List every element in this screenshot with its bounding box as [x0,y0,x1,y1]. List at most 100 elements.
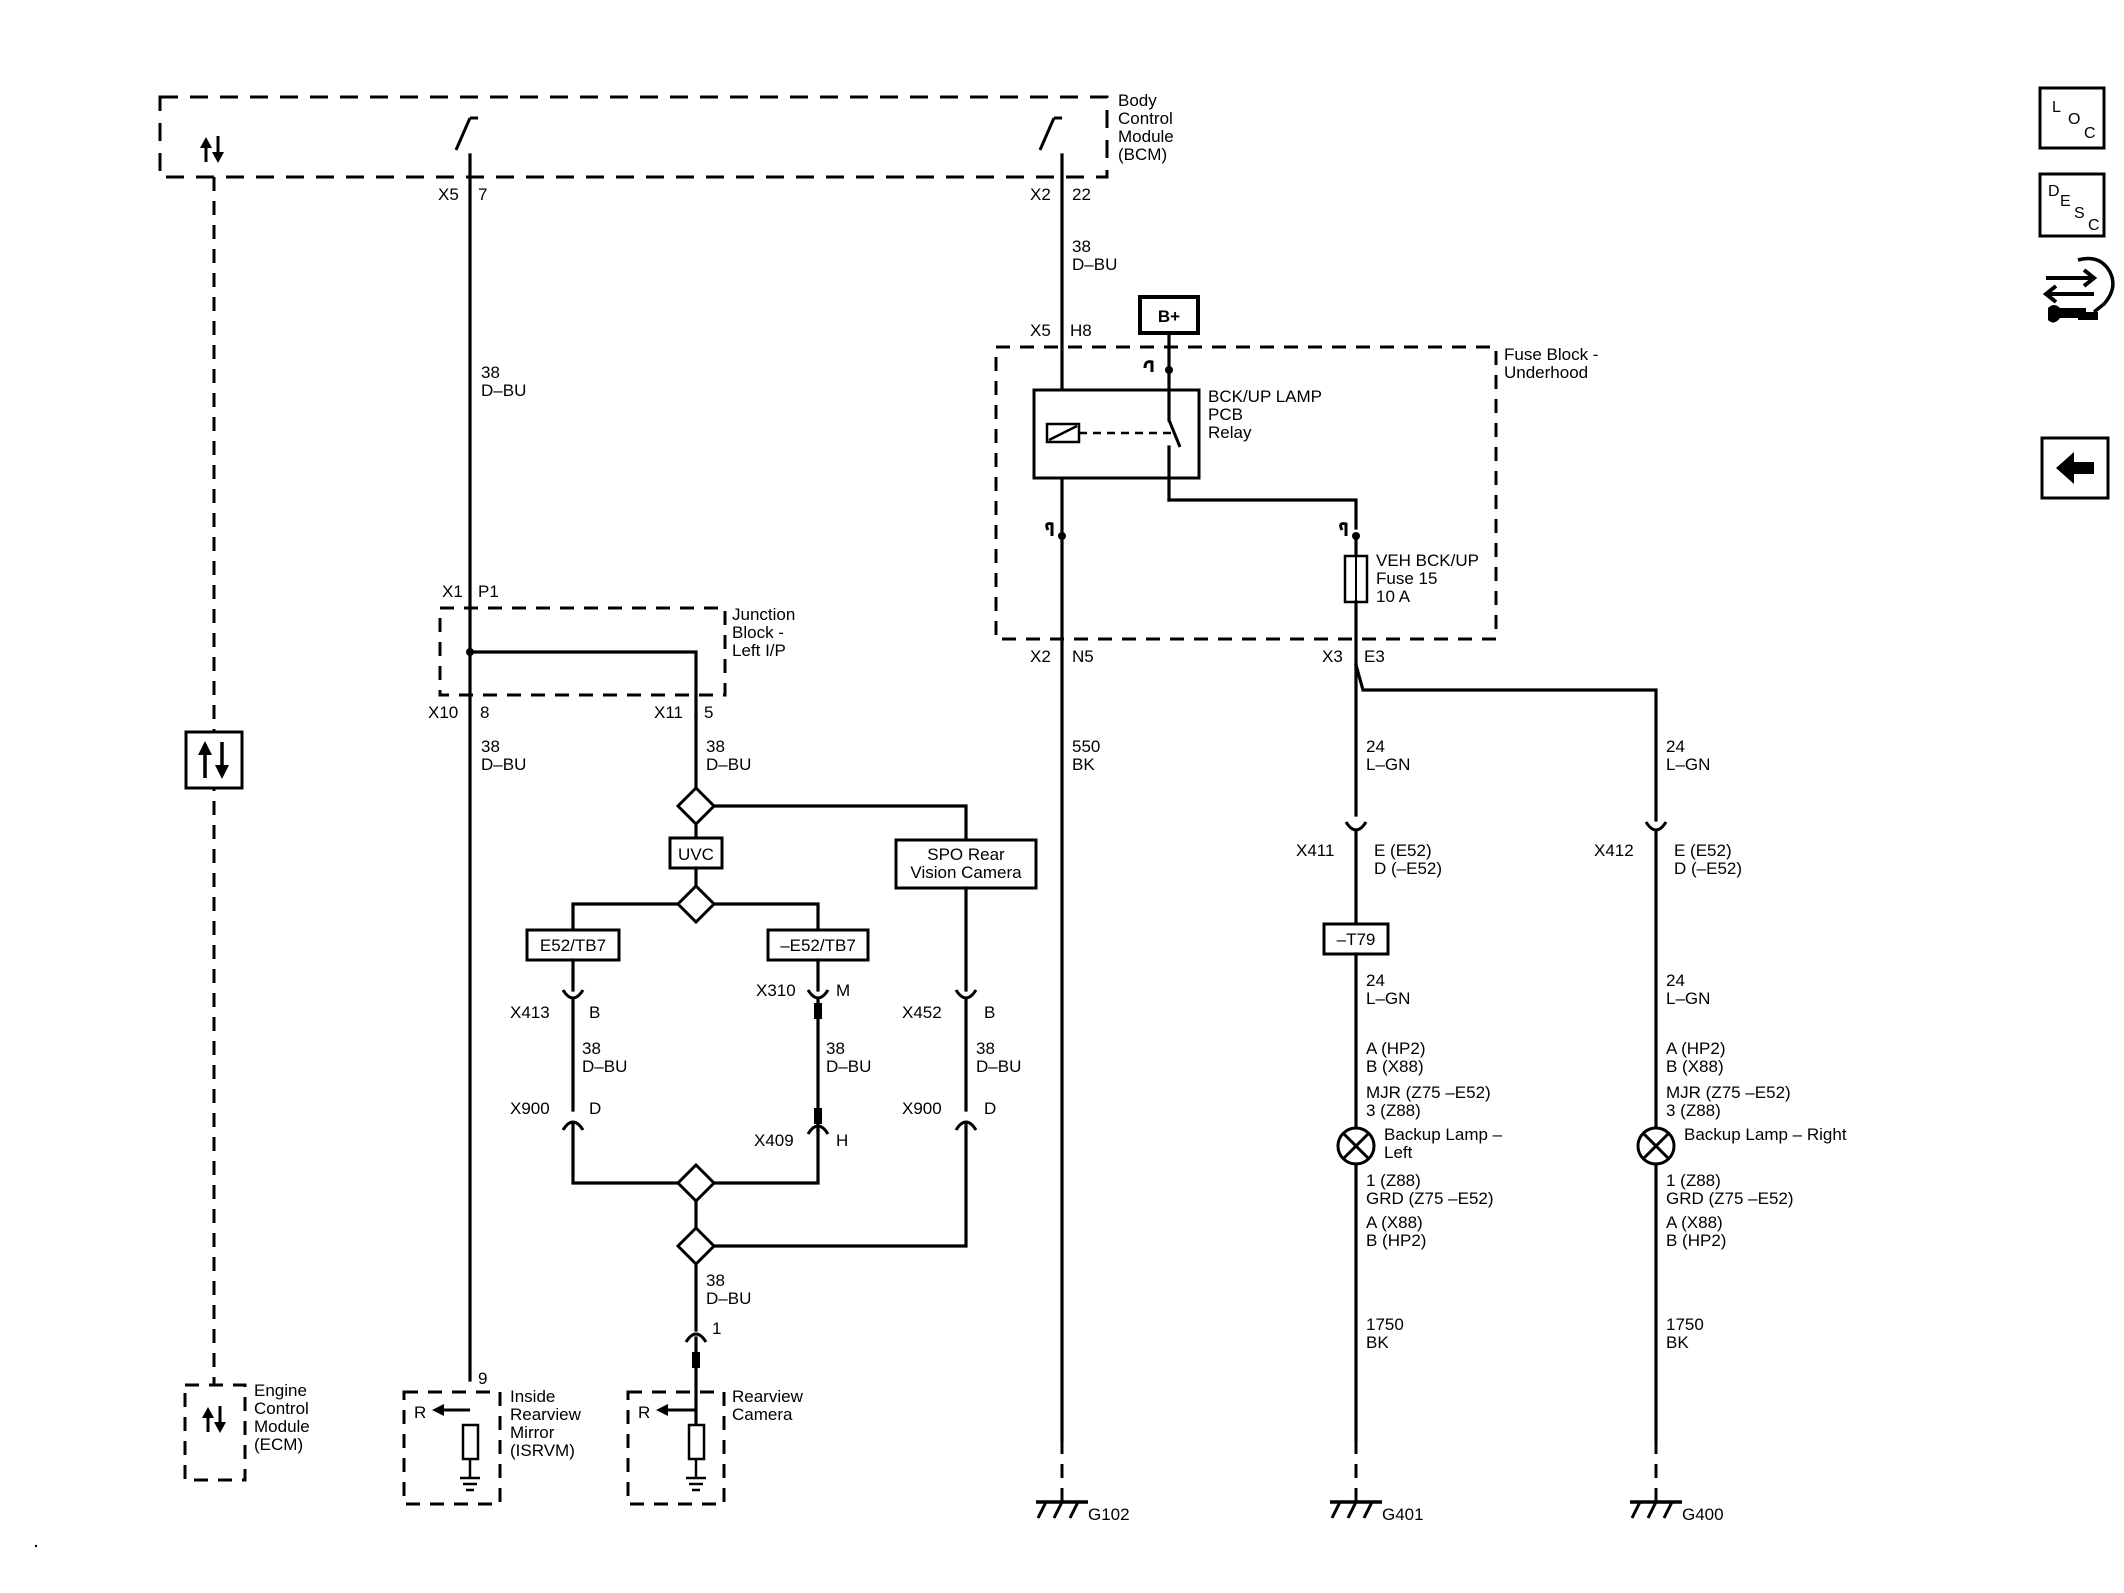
lamp-right-pin-4: 3 (Z88) [1666,1101,1721,1120]
wire-label-gauge: 550 [1072,737,1100,756]
pin-b: B [984,1003,995,1022]
conn-x412: X412 [1594,841,1634,860]
camera-label-1: Rearview [732,1387,804,1406]
option-spo-label-2: Vision Camera [910,863,1022,882]
bcm-switch-left [454,116,478,151]
wire-label-color: L–GN [1366,755,1410,774]
lamp-right-pin-7: A (X88) [1666,1213,1723,1232]
svg-text:L: L [2052,99,2061,116]
conn-x5: X5 [438,185,459,204]
jb-label-3: Left I/P [732,641,786,660]
desc-icon[interactable]: D E S C [2038,172,2106,238]
pin-d: D (–E52) [1674,859,1742,878]
option-ne52-box: –E52/TB7 [766,928,870,962]
lamp-left-pin-3: MJR (Z75 –E52) [1366,1083,1491,1102]
wire-label-gauge: 38 [481,737,500,756]
jb-label-2: Block - [732,623,784,642]
lamp-right-pin-5: 1 (Z88) [1666,1171,1721,1190]
svg-text:E: E [2060,193,2071,210]
lamp-right-pin-3: MJR (Z75 –E52) [1666,1083,1791,1102]
wire-label-gauge: 38 [582,1039,601,1058]
wire-label-color: D–BU [582,1057,627,1076]
option-e52-label: E52/TB7 [540,936,606,955]
lamp-left-name-2: Left [1384,1143,1413,1162]
svg-text:O: O [2068,111,2080,128]
wire-spo-branch [712,804,968,842]
pin-d: D (–E52) [1374,859,1442,878]
wire-label-gauge: 24 [1666,737,1685,756]
option-spo-box: SPO Rear Vision Camera [894,838,1038,890]
conn-x413: X413 [510,1003,550,1022]
pin-e3: E3 [1364,647,1385,666]
bcm-switch-right [1038,116,1062,151]
option-diamond [675,785,717,827]
loc-icon[interactable]: L O C [2038,86,2106,150]
connector-x409-symbol [806,1124,830,1135]
wire-label-color: BK [1666,1333,1689,1352]
conn-x411: X411 [1296,841,1334,860]
pin-1: 1 [712,1319,721,1338]
option-e52-box: E52/TB7 [525,928,621,962]
wire-label-color: D–BU [481,755,526,774]
pin-9: 9 [478,1369,487,1388]
pin-m: M [836,981,850,1000]
connector-camera-symbol [684,1332,708,1343]
wire-label-gauge: 38 [706,737,725,756]
pin-d: D [589,1099,601,1118]
wire-label-gauge: 24 [1366,971,1385,990]
r-label: R [414,1403,426,1422]
wire-label-color: D–BU [706,755,751,774]
fuse-label-3: 10 A [1376,587,1411,606]
fuse-block-underhood: Fuse Block - Underhood [994,345,1598,641]
wire-label-gauge: 38 [976,1039,995,1058]
conn-x2: X2 [1030,185,1051,204]
conn-x5: X5 [1030,321,1051,340]
conn-x3: X3 [1322,647,1343,666]
option-diamond [675,1162,717,1204]
fuse-block-label-1: Fuse Block - [1504,345,1598,364]
connector-x900-symbol [954,1120,978,1131]
pin-n5: N5 [1072,647,1094,666]
bcm-label-3: Module [1118,127,1174,146]
option-uvc-box: UVC [668,836,724,870]
backup-lamp-right-icon [1636,1126,1676,1166]
backup-lamp-relay: BCK/UP LAMP PCB Relay [1032,370,1322,502]
bcm-module: Body Control Module (BCM) [158,91,1174,179]
conn-x2: X2 [1030,647,1051,666]
relay-label-1: BCK/UP LAMP [1208,387,1322,406]
ecm-label-2: Control [254,1399,309,1418]
ground-g400-label: G400 [1682,1505,1724,1524]
connector-x900-symbol [561,1120,585,1131]
svg-text:C: C [2084,125,2096,142]
bplus-label: B+ [1158,307,1180,326]
bcm-label-2: Control [1118,109,1173,128]
battery-positive-box: B+ [1138,295,1200,335]
lamp-right-name: Backup Lamp – Right [1684,1125,1847,1144]
option-diamond [675,883,717,925]
pin-p1: P1 [478,582,499,601]
relay-label-3: Relay [1208,423,1252,442]
jb-label-1: Junction [732,605,795,624]
back-arrow-icon[interactable] [2040,436,2110,500]
wire-label-gauge: 1750 [1366,1315,1404,1334]
r-label: R [638,1403,650,1422]
lamp-right-pin-8: B (HP2) [1666,1231,1726,1250]
svg-text:S: S [2074,205,2085,222]
option-diamond [675,1225,717,1267]
connector-tools-icon[interactable] [2042,256,2115,323]
wire-label-gauge: 24 [1366,737,1385,756]
ground-g102-label: G102 [1088,1505,1130,1524]
fuse-block-label-2: Underhood [1504,363,1588,382]
serial-data-box-icon [184,730,244,790]
ecm-module: Engine Control Module (ECM) [183,1381,310,1482]
option-t79-box: –T79 [1322,922,1390,956]
wire-label-color: D–BU [826,1057,871,1076]
wire-label-gauge: 24 [1666,971,1685,990]
conn-x11: X11 [654,703,683,722]
bcm-label-4: (BCM) [1118,145,1167,164]
svg-text:C: C [2088,217,2100,234]
connector-x452-symbol [954,989,978,1000]
ecm-label-3: Module [254,1417,310,1436]
wire-label-gauge: 38 [1072,237,1091,256]
